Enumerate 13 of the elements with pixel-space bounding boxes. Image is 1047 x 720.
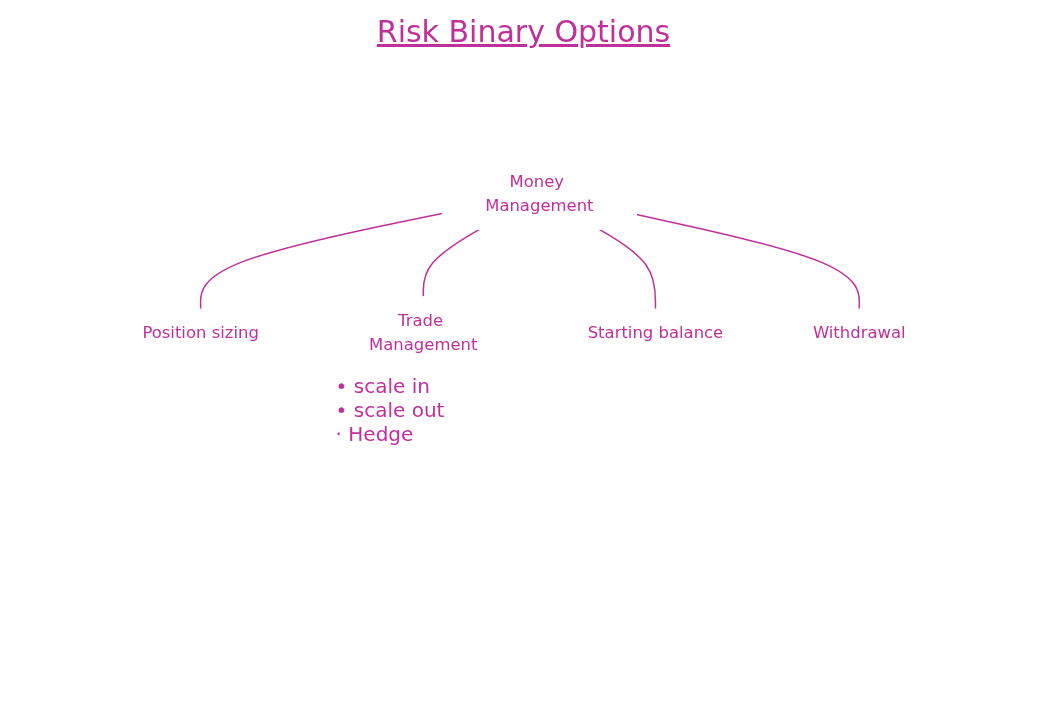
bullet-item: · Hedge [335,422,415,447]
connector [199,212,443,310]
node-text: Money Management [484,171,594,216]
connector [598,228,656,310]
bullet-item: • scale in [335,374,431,399]
node-text: Starting balance [587,323,723,342]
node-text: Position sizing [141,323,259,342]
bullet-item: • scale out [335,398,445,423]
node-text: Trade Management [368,310,477,355]
connector [422,228,480,298]
node-text: Withdrawal [812,323,906,342]
connector [635,213,860,310]
diagram-title: Risk Binary Options [375,14,672,49]
